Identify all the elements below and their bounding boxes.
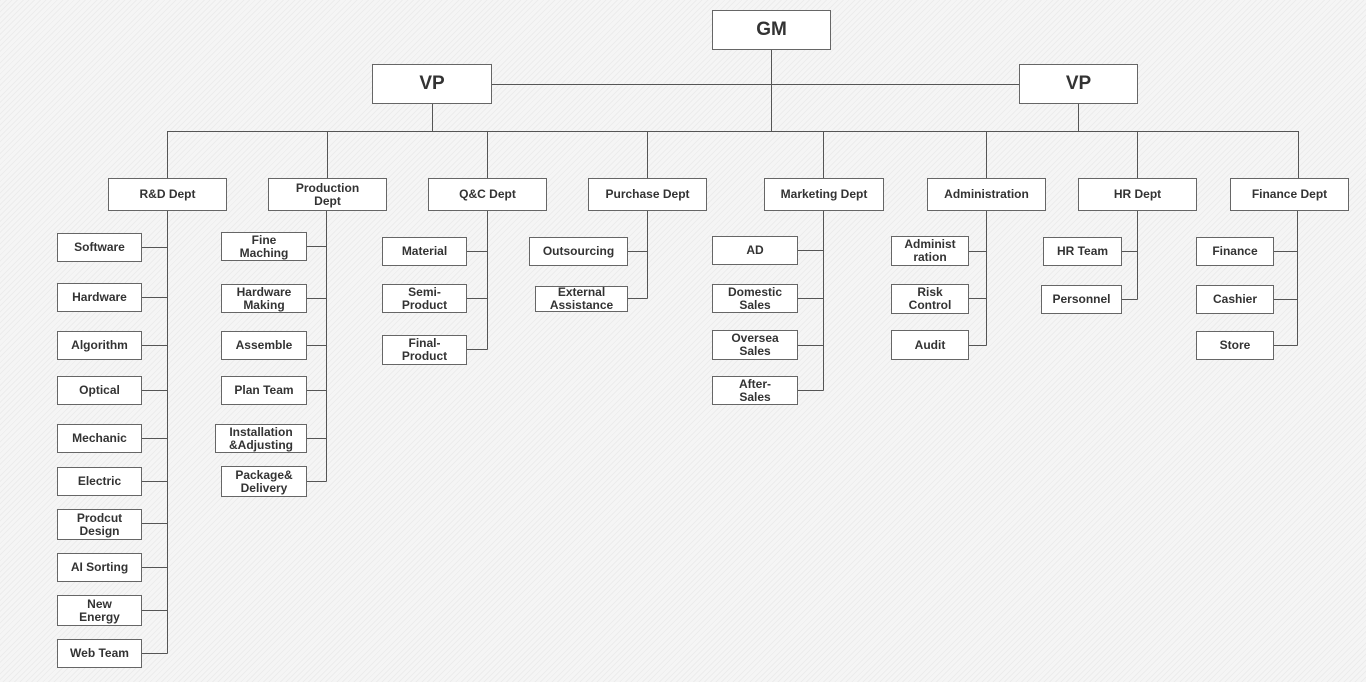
dept-marketing: Marketing Dept: [764, 178, 884, 211]
dept-finance: Finance Dept: [1230, 178, 1349, 211]
team-after-sales: After- Sales: [712, 376, 798, 405]
team-hardware: Hardware: [57, 283, 142, 312]
team-assemble: Assemble: [221, 331, 307, 360]
dept-administration: Administration: [927, 178, 1046, 211]
team-web-team: Web Team: [57, 639, 142, 668]
team-ai-sorting: AI Sorting: [57, 553, 142, 582]
team-hr-team: HR Team: [1043, 237, 1122, 266]
team-hardware-making: Hardware Making: [221, 284, 307, 313]
team-mechanic: Mechanic: [57, 424, 142, 453]
box-gm: GM: [712, 10, 831, 50]
dept-production: Production Dept: [268, 178, 387, 211]
team-personnel: Personnel: [1041, 285, 1122, 314]
team-new-energy: New Energy: [57, 595, 142, 626]
dept-rnd: R&D Dept: [108, 178, 227, 211]
box-vp-right: VP: [1019, 64, 1138, 104]
dept-hr: HR Dept: [1078, 178, 1197, 211]
dept-purchase: Purchase Dept: [588, 178, 707, 211]
team-final-product: Final- Product: [382, 335, 467, 365]
team-package-delivery: Package& Delivery: [221, 466, 307, 497]
box-vp-left: VP: [372, 64, 492, 104]
team-algorithm: Algorithm: [57, 331, 142, 360]
team-risk-control: Risk Control: [891, 284, 969, 314]
team-semi-product: Semi- Product: [382, 284, 467, 313]
team-plan-team: Plan Team: [221, 376, 307, 405]
team-oversea-sales: Oversea Sales: [712, 330, 798, 360]
team-optical: Optical: [57, 376, 142, 405]
team-cashier: Cashier: [1196, 285, 1274, 314]
team-administration: Administ ration: [891, 236, 969, 266]
team-electric: Electric: [57, 467, 142, 496]
team-software: Software: [57, 233, 142, 262]
dept-qc: Q&C Dept: [428, 178, 547, 211]
team-audit: Audit: [891, 330, 969, 360]
team-finance: Finance: [1196, 237, 1274, 266]
team-store: Store: [1196, 331, 1274, 360]
team-external-assistance: External Assistance: [535, 286, 628, 312]
team-material: Material: [382, 237, 467, 266]
team-ad: AD: [712, 236, 798, 265]
team-outsourcing: Outsourcing: [529, 237, 628, 266]
team-product-design: Prodcut Design: [57, 509, 142, 540]
team-installation-adjusting: Installation &Adjusting: [215, 424, 307, 453]
team-fine-maching: Fine Maching: [221, 232, 307, 261]
team-domestic-sales: Domestic Sales: [712, 284, 798, 313]
